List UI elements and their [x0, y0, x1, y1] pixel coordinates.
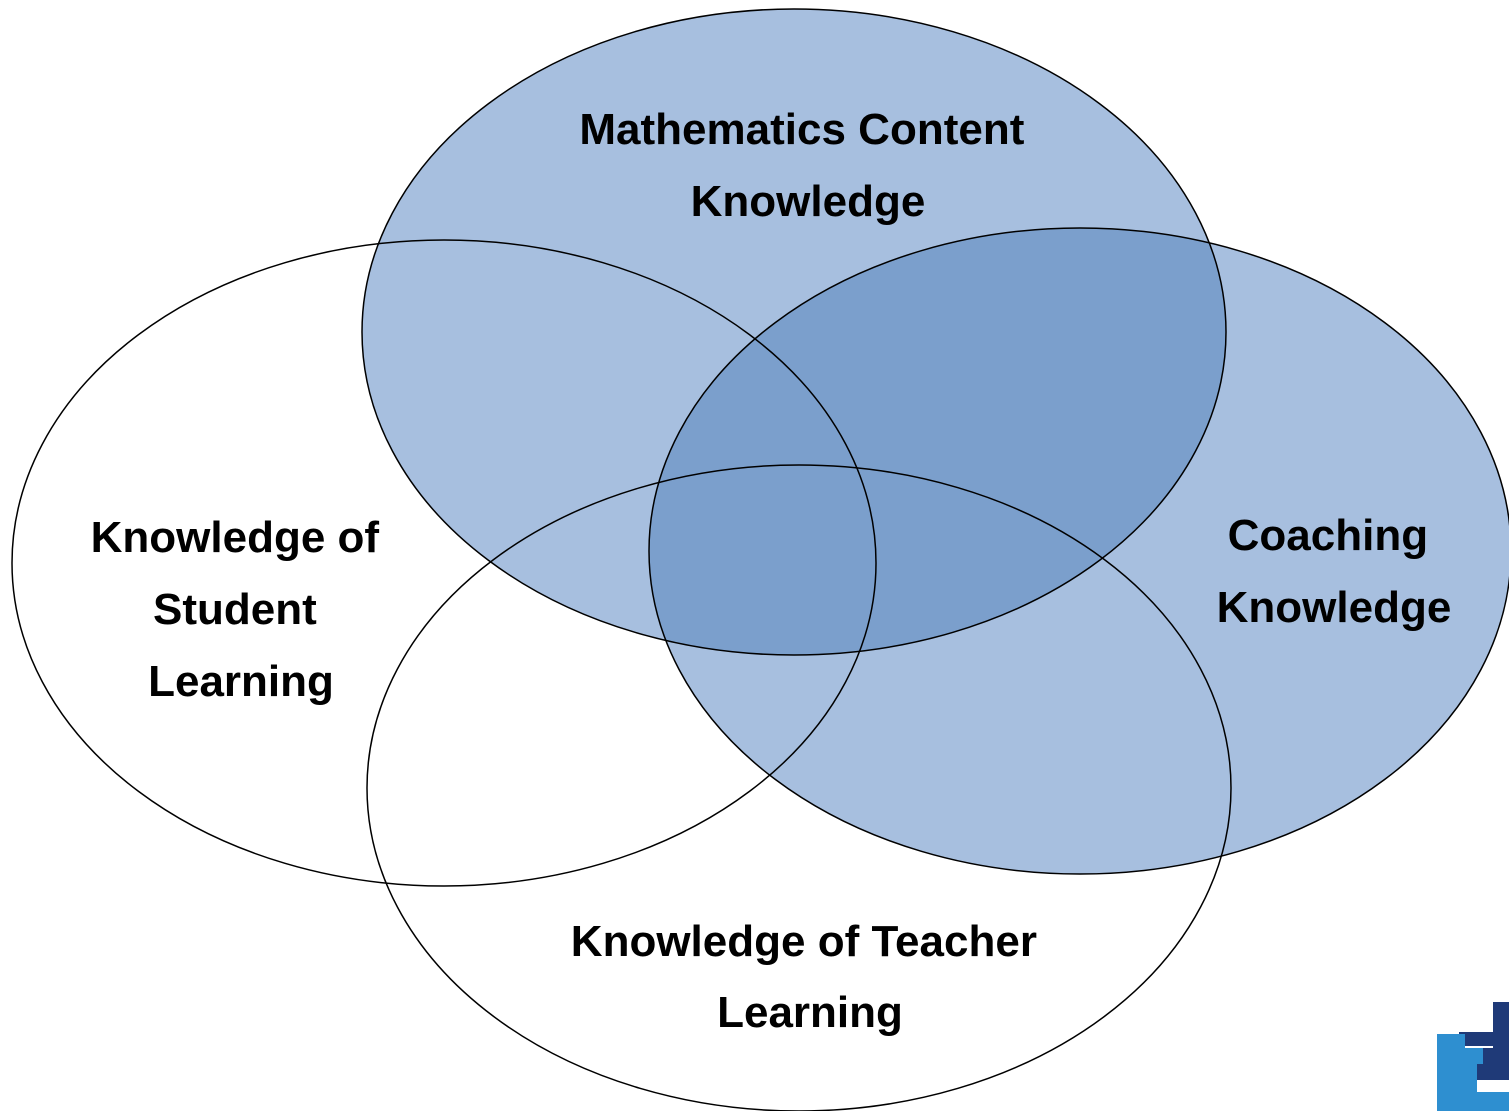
teacher-learning-label-line-2: Learning [717, 988, 903, 1037]
math-coaching-overlap [649, 228, 1226, 655]
building-blocks-logo-icon [1437, 1002, 1509, 1111]
coaching-label-line-1: Coaching [1228, 511, 1428, 560]
math-content-outline [361, 8, 1227, 656]
student-learning-label-line-2: Student [153, 585, 317, 634]
math-content-label-line-1: Mathematics Content [579, 105, 1024, 154]
math-content-label: Mathematics Content Knowledge [579, 105, 1036, 226]
student-learning-label-line-1: Knowledge of [91, 513, 380, 562]
coaching-label-line-2: Knowledge [1217, 583, 1452, 632]
teacher-learning-label-line-1: Knowledge of Teacher [571, 917, 1037, 966]
coaching-label: Coaching Knowledge [1217, 511, 1452, 632]
student-learning-label-line-3: Learning [148, 657, 334, 706]
math-content-label-line-2: Knowledge [691, 177, 926, 226]
coaching-outline [648, 227, 1509, 875]
teacher-learning-label: Knowledge of Teacher Learning [571, 917, 1049, 1037]
student-learning-label: Knowledge of Student Learning [91, 513, 392, 706]
student-learning-circle [11, 239, 877, 887]
teacher-learning-circle [366, 464, 1232, 1111]
